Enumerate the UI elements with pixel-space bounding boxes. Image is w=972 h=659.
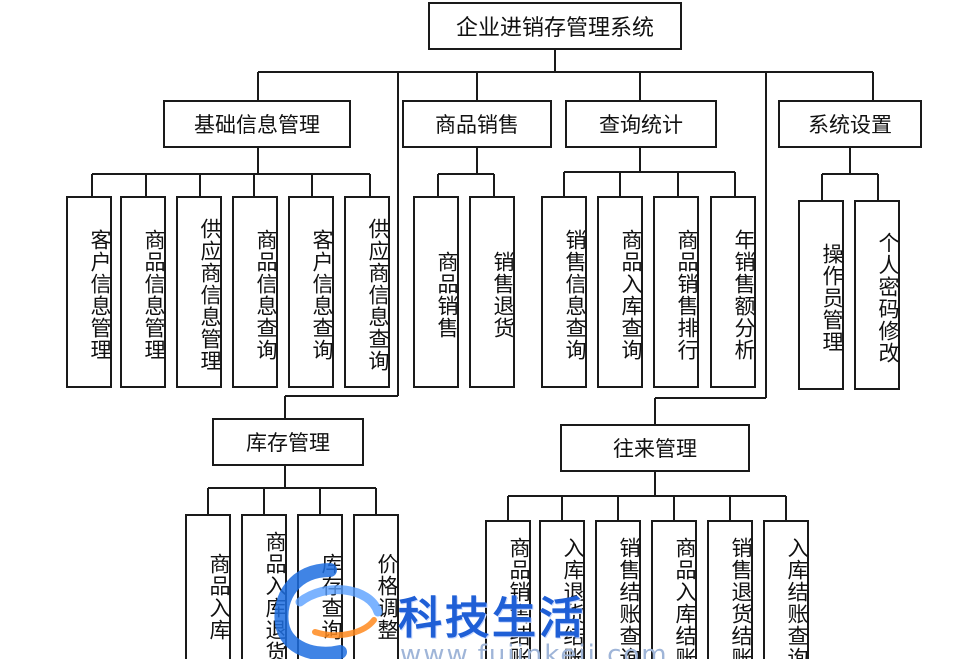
leaf-sales-ranking: 商品销售排行 (653, 196, 699, 388)
leaf-goods-sales: 商品销售 (413, 196, 459, 388)
module-accounts: 往来管理 (560, 424, 750, 472)
leaf-goods-info-mgmt: 商品信息管理 (120, 196, 166, 388)
leaf-stock-in: 商品入库 (185, 514, 231, 659)
leaf-goods-info-query: 商品信息查询 (232, 196, 278, 388)
leaf-operator-mgmt: 操作员管理 (798, 200, 844, 390)
module-basic-info: 基础信息管理 (163, 100, 351, 148)
module-query: 查询统计 (565, 100, 717, 148)
leaf-stock-return-settlement: 入库退货结账 (539, 520, 585, 659)
leaf-password-change: 个人密码修改 (854, 200, 900, 390)
root-node: 企业进销存管理系统 (428, 2, 682, 50)
leaf-sales-settlement: 商品销售结账 (485, 520, 531, 659)
globe-swirl-icon (274, 563, 383, 659)
leaf-stock-in-settlement: 商品入库结账 (651, 520, 697, 659)
leaf-sales-return-settlement: 销售退货结账 (707, 520, 753, 659)
leaf-annual-sales-analysis: 年销售额分析 (710, 196, 756, 388)
module-settings: 系统设置 (778, 100, 922, 148)
leaf-supplier-info-query: 供应商信息查询 (344, 196, 390, 388)
leaf-sales-info-query: 销售信息查询 (541, 196, 587, 388)
leaf-supplier-info-mgmt: 供应商信息管理 (176, 196, 222, 388)
watermark-url: www.fujinkeji.com (400, 640, 669, 659)
leaf-stock-in-settlement-query: 入库结账查询 (763, 520, 809, 659)
leaf-customer-info-query: 客户信息查询 (288, 196, 334, 388)
leaf-sales-return: 销售退货 (469, 196, 515, 388)
leaf-stock-in-query: 商品入库查询 (597, 196, 643, 388)
module-sales: 商品销售 (402, 100, 552, 148)
leaf-price-adjust: 价格调整 (353, 514, 399, 659)
module-inventory: 库存管理 (212, 418, 364, 466)
leaf-sales-settlement-query: 销售结账查询 (595, 520, 641, 659)
leaf-customer-info-mgmt: 客户信息管理 (66, 196, 112, 388)
watermark-text: 科技生活 (398, 593, 586, 644)
